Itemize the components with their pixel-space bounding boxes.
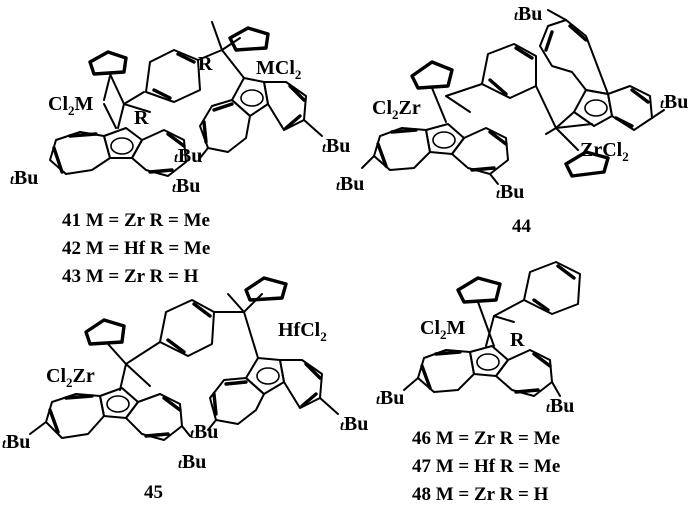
caption-41: 41 M = Zr R = Me	[62, 210, 210, 231]
tbu-label-1: tBu	[514, 3, 542, 25]
compound-41-43: Cl2M R R MCl2 tBu tBu tBu tBu 41 M = Zr …	[10, 21, 350, 287]
caption-47: 47 M = Hf R = Me	[412, 456, 560, 477]
metal-label-left: Cl2Zr	[46, 365, 95, 390]
tbu-label-2: tBu	[546, 395, 574, 417]
fluorenyl-left	[29, 387, 191, 441]
cp-ring-right	[564, 150, 610, 178]
caption-48: 48 M = Zr R = H	[412, 484, 549, 505]
bridge-right	[211, 21, 245, 79]
metal-label-right: ZrCl2	[580, 139, 629, 164]
caption-46: 46 M = Zr R = Me	[412, 428, 560, 449]
bridge-left	[107, 341, 161, 391]
fluorenyl-left	[361, 123, 509, 185]
compound-45: Cl2Zr HfCl2 tBu tBu tBu tBu 45	[2, 276, 368, 503]
bridge-right	[227, 293, 263, 359]
phenylene-linker	[481, 43, 557, 129]
metal-label-left: Cl2M	[48, 93, 94, 118]
bridge-right	[545, 111, 593, 151]
caption-42: 42 M = Hf R = Me	[62, 238, 210, 259]
tbu-label-3: tBu	[336, 173, 364, 195]
fluorenyl-right	[207, 357, 339, 431]
phenylene-linker	[145, 49, 223, 103]
tbu-label-1: tBu	[10, 167, 38, 189]
cp-ring-left	[84, 318, 126, 346]
bridge-left	[103, 73, 151, 129]
metal-label-right: MCl2	[256, 57, 301, 82]
r-label-right: R	[198, 53, 213, 75]
cp-ring-left	[88, 50, 128, 76]
tbu-label-4: tBu	[340, 413, 368, 435]
metal-label-right: HfCl2	[278, 319, 327, 344]
tbu-label-2: tBu	[178, 451, 206, 473]
bridge	[477, 299, 525, 347]
tbu-label-4: tBu	[322, 135, 350, 157]
phenyl-ring	[523, 261, 581, 315]
r-label: R	[510, 329, 525, 351]
fluorenyl	[403, 345, 561, 397]
fluorenyl-right	[539, 9, 665, 131]
fluorenyl-right	[199, 77, 323, 159]
tbu-label-3: tBu	[174, 145, 202, 167]
tbu-label-1: tBu	[376, 387, 404, 409]
tbu-label-1: tBu	[2, 431, 30, 453]
fluorenyl-left	[49, 127, 187, 177]
r-label-left: R	[134, 107, 149, 129]
metal-label-left: Cl2Zr	[372, 97, 421, 122]
cp-ring-right	[228, 26, 270, 52]
tbu-label-4: tBu	[496, 181, 524, 203]
tbu-label-2: tBu	[660, 91, 688, 113]
tbu-label-3: tBu	[190, 421, 218, 443]
phenylene-linker	[159, 299, 245, 357]
cp-ring-right	[244, 276, 288, 302]
metal-label: Cl2M	[420, 317, 466, 342]
cp-ring-left	[410, 60, 454, 90]
caption-44: 44	[512, 216, 532, 237]
tbu-label-2: tBu	[172, 175, 200, 197]
caption-43: 43 M = Zr R = H	[62, 266, 199, 287]
cp-ring	[456, 276, 502, 304]
caption-45: 45	[144, 482, 163, 503]
compound-44: Cl2Zr ZrCl2 tBu tBu tBu tBu 44	[336, 3, 688, 237]
bridge-left	[431, 83, 483, 123]
compound-46-48: Cl2M R tBu tBu 46 M = Zr R = Me 47 M = H…	[376, 261, 581, 505]
